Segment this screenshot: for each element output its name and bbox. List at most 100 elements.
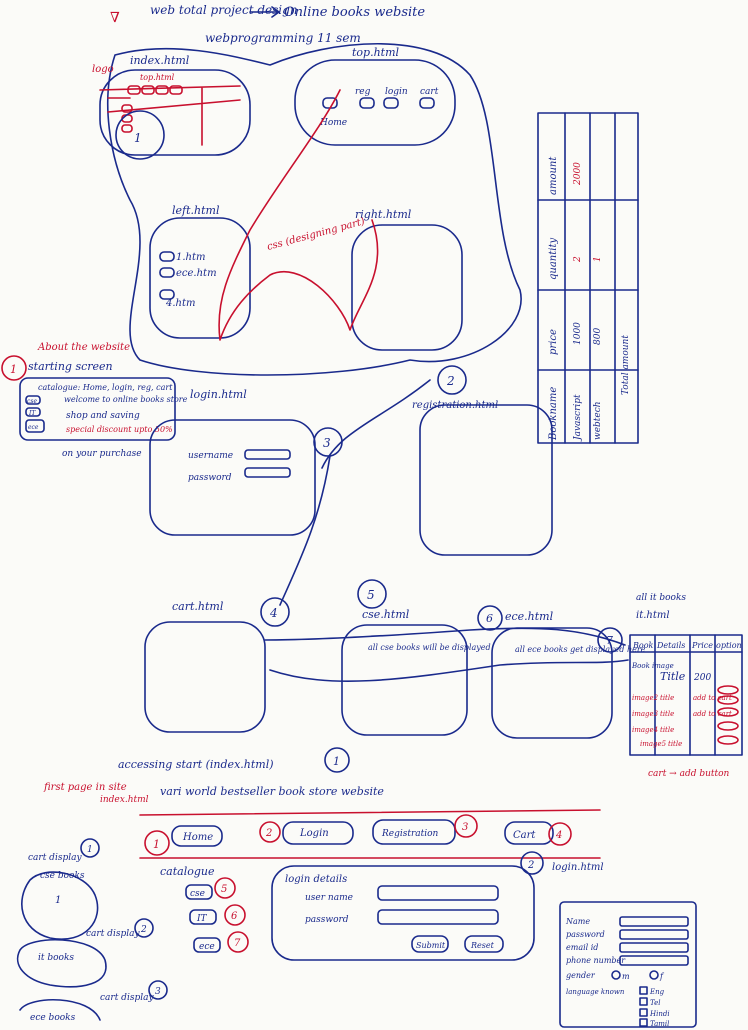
gender-f-radio[interactable] [649,970,659,980]
index-box [99,69,251,156]
cart-page-box [144,621,266,733]
cart-display-3: cart display [100,993,154,1003]
cart-r1-qty: 2 [573,256,583,263]
nav-home-button[interactable] [171,825,223,847]
cart-h-amount: amount [548,156,559,195]
cart-total: Total amount [621,335,631,395]
num-2: 2 [446,374,455,388]
reset-label: Reset [470,941,495,950]
top-label-small: top.html [140,73,175,82]
login-pass-input[interactable] [377,909,499,925]
lang-eng-checkbox[interactable] [639,986,648,995]
cart-h-quantity: quantity [548,238,559,280]
left-item-2: ece.htm [176,268,217,279]
num-4: 4 [269,606,278,620]
top-box [294,59,456,146]
ece-note: all ece books get displayed here [515,645,646,654]
right-label: right.html [355,208,412,221]
login-user-input[interactable] [377,885,499,901]
cd-num-1: 1 [87,845,93,855]
cart-display-1: cart display [28,853,82,863]
book-r3-opt: add to cart [693,710,732,718]
nav-cart-button[interactable] [504,821,554,845]
gender-m-radio[interactable] [611,970,621,980]
lang-eng-label: Eng [649,988,665,996]
login-details-label: login details [285,874,347,885]
num-6-circle [477,605,503,631]
cart-blob-1 [21,871,99,940]
left-label: left.html [172,204,220,217]
add-to-cart-ovals [717,685,739,745]
reg-phone-input[interactable] [619,955,689,966]
cat-num-7: 7 [234,938,241,949]
reg-pass-input[interactable] [619,929,689,940]
reg-name-label: Name [565,917,590,926]
book-h-price: Price [691,641,713,650]
reg-lang-label: language known [566,988,625,996]
nav-num-2: 2 [265,828,272,839]
cse-page-label: cse.html [362,608,410,621]
it-page-label: it.html [636,610,670,621]
cat-cse-button[interactable] [185,884,213,900]
nav-registration-button[interactable] [372,819,456,845]
access-note: accessing start (index.html) [118,758,274,771]
nav-num-4: 4 [555,830,562,841]
lang-tel-checkbox[interactable] [639,997,648,1006]
login-field-user: username [188,451,233,461]
cat-it-button[interactable] [189,909,217,925]
cart-r2-price: 800 [593,328,603,345]
cat-it-label: IT [196,914,208,924]
reg-gender-label: gender [566,971,596,980]
login-label: login.html [190,388,247,401]
about-num-circle [1,355,27,381]
book-r3-title: title [660,710,674,718]
reset-button[interactable] [464,935,504,953]
cat-cse-label: cse [190,889,205,899]
lang-tamil-checkbox[interactable] [639,1018,648,1027]
catalogue-label: catalogue [160,865,215,878]
login-pass-label: password [305,915,349,925]
registration-box [419,404,553,556]
book-r4-img: image4 [632,726,658,734]
reg-email-input[interactable] [619,942,689,953]
num-6: 6 [486,612,493,625]
book-h-book: Book [632,641,654,650]
book-table: Book Details Price option Book image Tit… [629,634,743,779]
index-circle [115,110,165,160]
cat-ece-button[interactable] [193,937,221,953]
index-label: index.html [130,54,190,67]
submit-button[interactable] [411,935,449,953]
about-line-3: special discount upto 50% [66,425,173,434]
ece-page-box [491,627,613,739]
flow-num-1: 1 [333,755,340,768]
login-details-box [271,865,535,961]
about-side-it: IT [28,410,36,417]
reg-name-input[interactable] [619,916,689,927]
cart-display-2: cart display [86,929,140,939]
book-r2-title: title [660,694,674,702]
left-items [159,251,175,300]
left-item-3: 4.htm [165,298,195,309]
home-label: Home [319,118,347,128]
cart-r2-name: webtech [593,401,603,440]
cart-h-bookname: Bookname [548,387,559,441]
about-line-4: on your purchase [62,449,142,459]
book-r1-price: 200 [693,673,711,683]
nav-login-button[interactable] [282,821,354,845]
registration-form [559,901,697,1028]
book-r3-img: image3 [632,710,659,718]
index-nav-boxes [121,85,183,133]
top-btn-reg: reg [355,87,371,97]
cart-page-label: cart.html [172,600,224,613]
reg-phone-label: phone number [566,956,626,965]
cart-table: Bookname price quantity amount Javascrip… [537,112,639,444]
lang-hindi-checkbox[interactable] [639,1008,648,1017]
book-r4-title: title [660,726,674,734]
num-3: 3 [323,436,331,450]
left-box [149,217,251,339]
nav-num-3: 3 [462,822,468,833]
about-box [19,377,176,441]
book-r5-title: title [668,740,682,748]
registration-label: registration.html [412,400,498,411]
